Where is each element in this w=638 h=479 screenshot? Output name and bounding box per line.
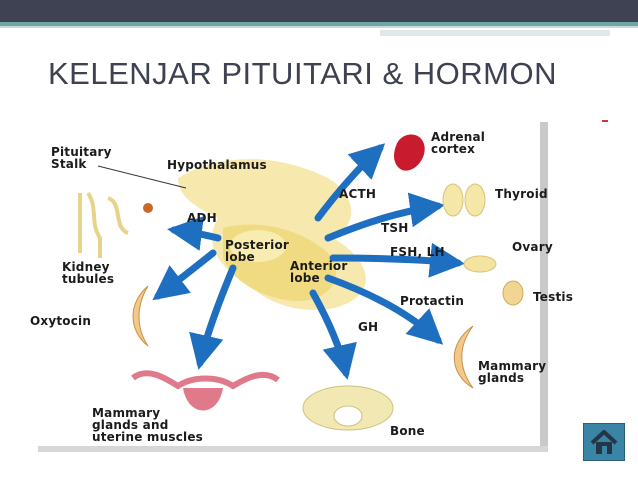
thyroid-shape (442, 183, 486, 217)
uterus-shape (131, 370, 280, 411)
label-pituitary-stalk: Pituitary Stalk (51, 145, 112, 171)
arrow-adh (167, 216, 222, 251)
decorative-dash (602, 120, 608, 122)
bone-shape (302, 385, 394, 431)
label-anterior-lobe: Anterior lobe (290, 259, 348, 285)
label-mammary-glands: Mammary glands (478, 359, 547, 385)
arrow-tsh (324, 192, 445, 242)
accent-stripe-light (0, 26, 638, 28)
pituitary-gland-shape (178, 159, 366, 311)
label-adh: ADH (187, 211, 217, 225)
testis-shape (502, 280, 524, 306)
label-mammary-uterine: Mammary glands and uterine muscles (92, 406, 204, 444)
label-protactin: Protactin (400, 294, 465, 308)
kidney-tubules-shape (78, 191, 153, 258)
arrow-posterior-down (189, 264, 237, 370)
label-kidney-tubules: Kidney tubules (62, 260, 115, 286)
label-fsh-lh: FSH, LH (390, 245, 445, 259)
arrow-protactin (324, 274, 444, 345)
pituitary-diagram: Pituitary Stalk Hypothalamus ADH Posteri… (28, 118, 573, 455)
label-tsh: TSH (381, 221, 409, 235)
top-bar (0, 0, 638, 22)
arrow-acth (314, 143, 386, 222)
mammary-gland-right (453, 325, 474, 389)
arrow-oxytocin (152, 249, 217, 301)
label-bone: Bone (390, 424, 425, 438)
slide-title: KELENJAR PITUITARI & HORMON (48, 56, 557, 91)
accent-stripe-short (380, 30, 610, 36)
label-adrenal-cortex: Adrenal cortex (431, 130, 486, 156)
label-posterior-lobe: Posterior lobe (225, 238, 290, 264)
label-acth: ACTH (339, 187, 377, 201)
label-oxytocin: Oxytocin (30, 314, 92, 328)
arrow-fsh-lh (329, 242, 465, 278)
accent-stripe (0, 22, 638, 26)
adrenal-cortex-shape (394, 134, 425, 171)
label-testis: Testis (533, 290, 574, 304)
arrow-gh (309, 289, 357, 380)
mammary-gland-left (132, 285, 149, 347)
ovary-shape (463, 255, 497, 273)
home-icon (590, 430, 618, 454)
label-hypothalamus: Hypothalamus (167, 158, 267, 172)
label-gh: GH (358, 320, 379, 334)
label-thyroid: Thyroid (495, 187, 548, 201)
home-button[interactable] (583, 423, 625, 461)
label-ovary: Ovary (512, 240, 553, 254)
